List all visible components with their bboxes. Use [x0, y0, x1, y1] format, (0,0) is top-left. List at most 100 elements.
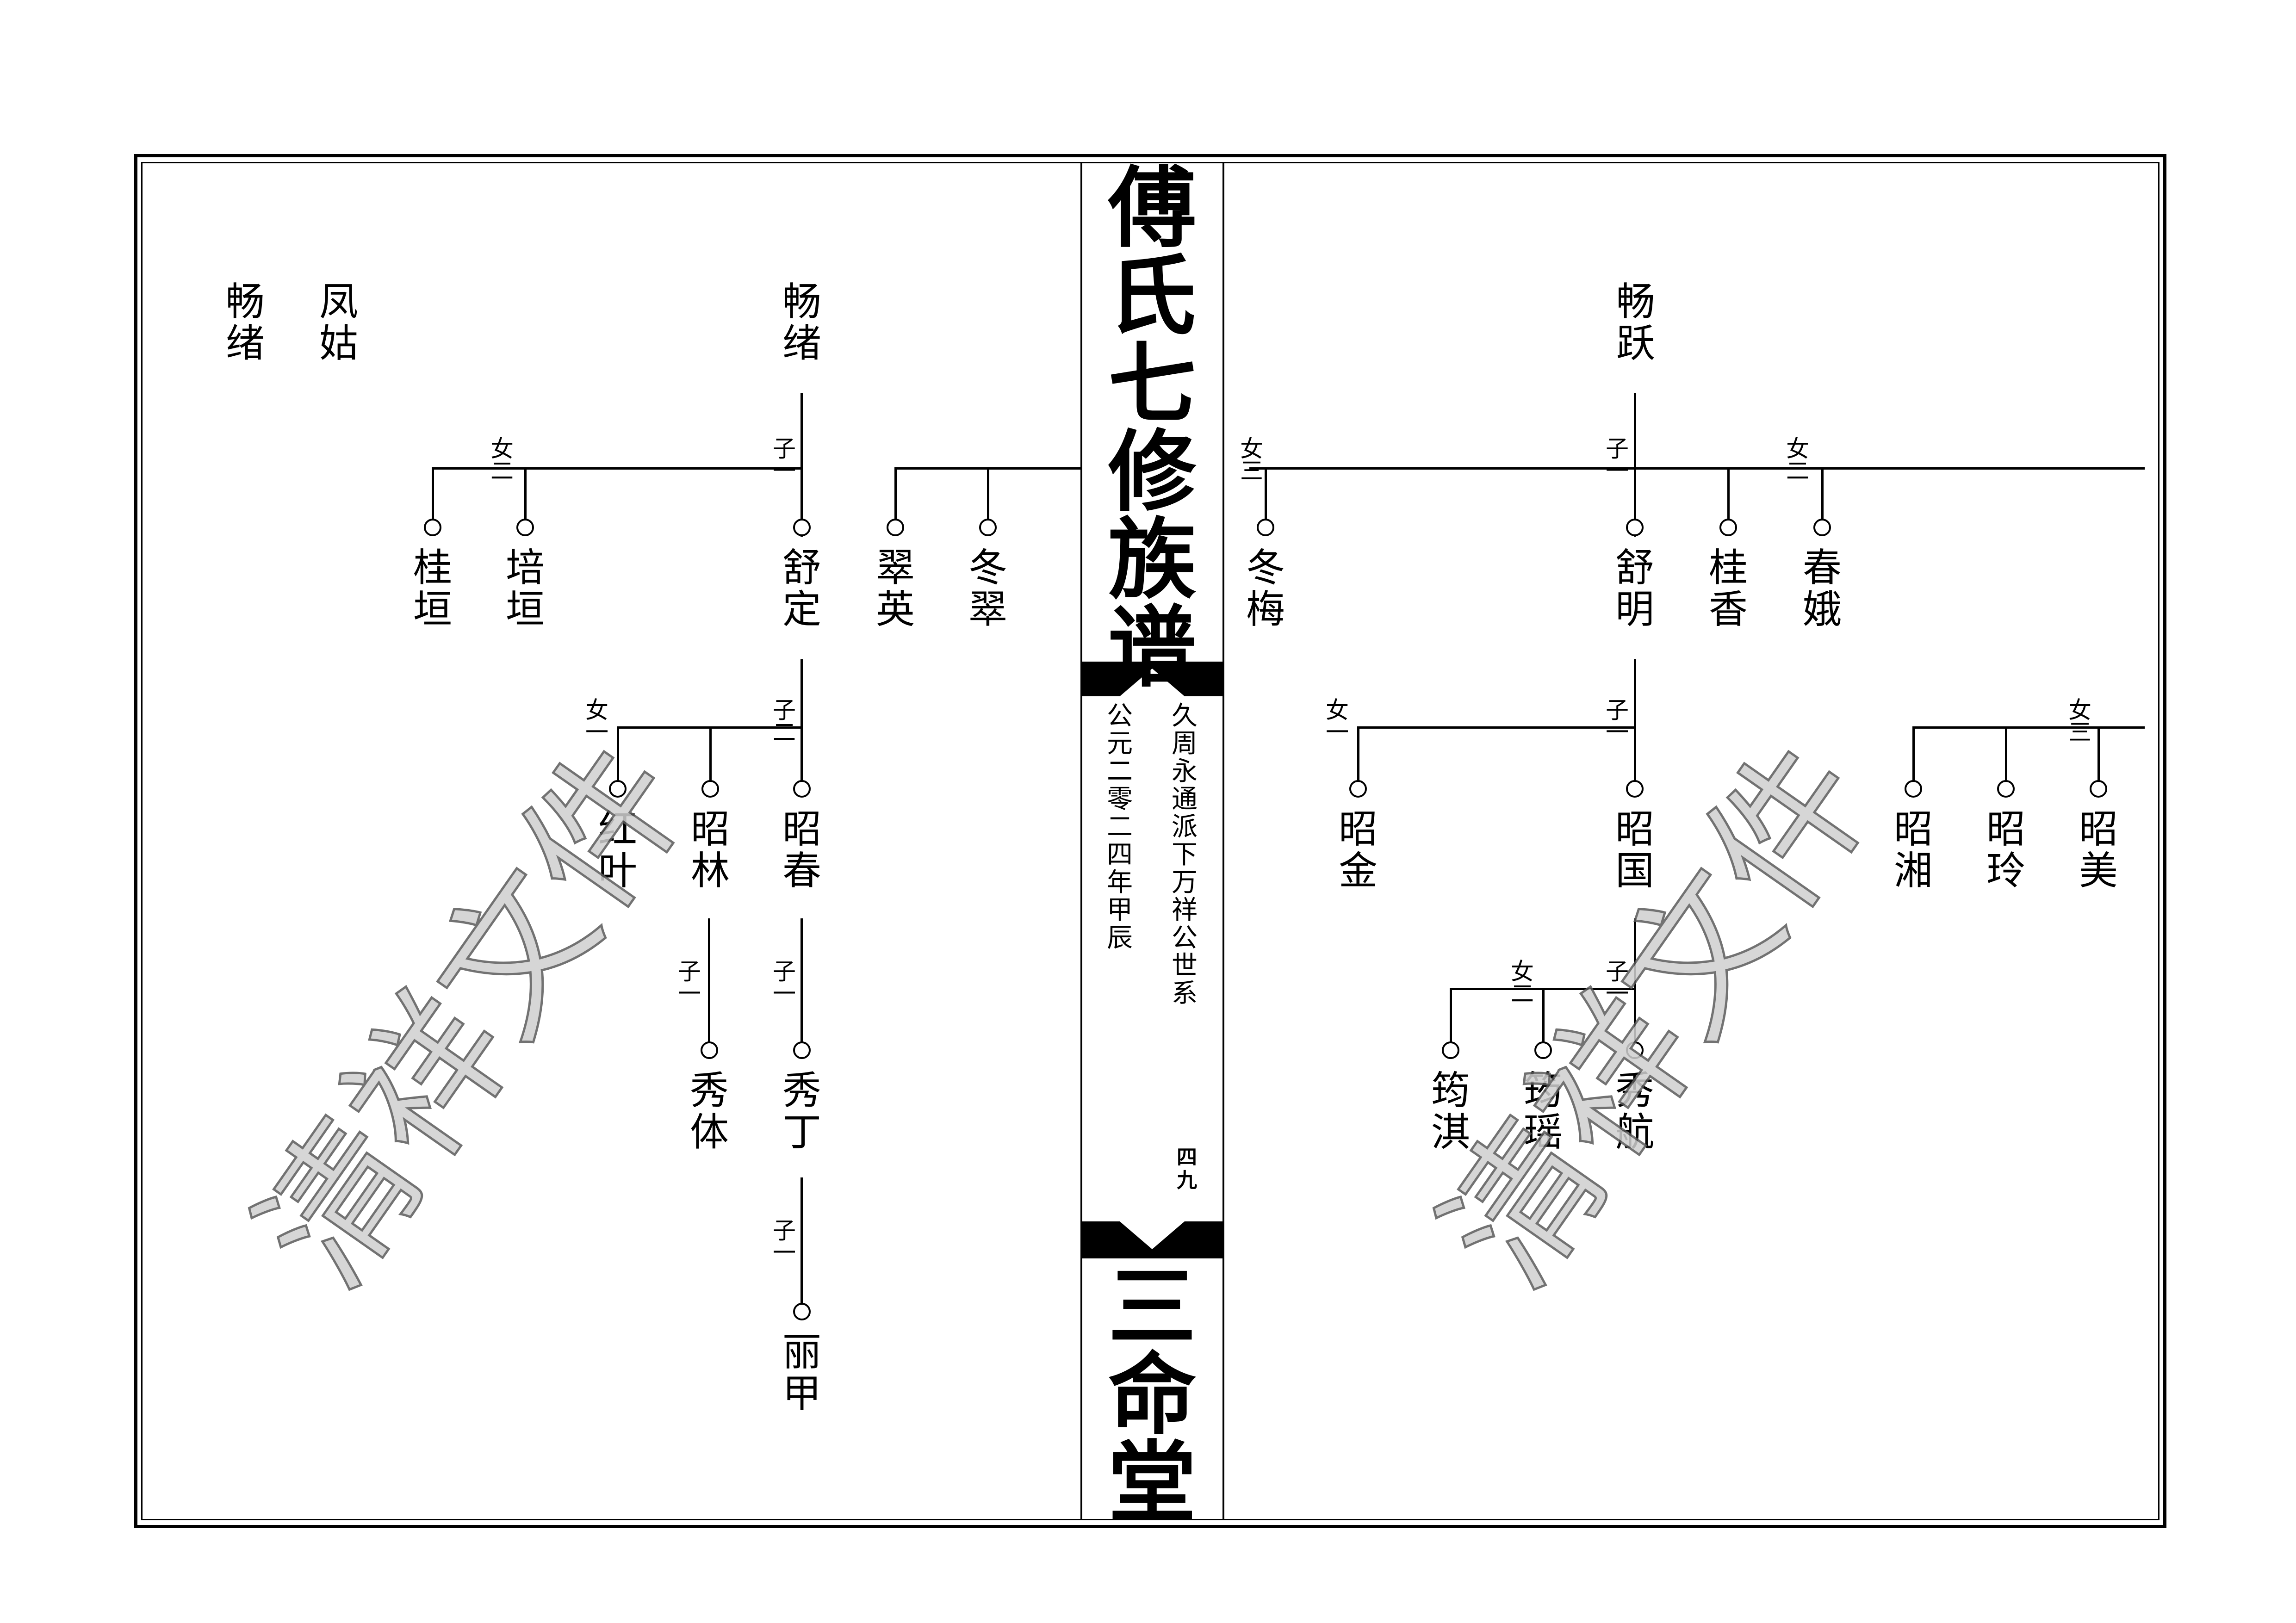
relation-label: 子一 — [773, 435, 796, 484]
year-subtitle: 公元二零二四年甲辰 — [1107, 701, 1133, 953]
person-name-changyue: 畅跃 — [1616, 279, 1655, 366]
person-name-guixiang: 桂香 — [1708, 545, 1748, 632]
relation-label: 子二 — [773, 697, 796, 746]
tree-line — [1634, 659, 1636, 793]
person-marker — [1257, 519, 1274, 536]
person-name-xiuhang: 秀航 — [1615, 1068, 1654, 1155]
person-marker — [1719, 519, 1737, 536]
person-marker — [609, 780, 627, 798]
spine-lower-fish-tail — [1080, 1221, 1224, 1258]
tree-line — [800, 918, 803, 1050]
relation-label: 女二 — [490, 435, 514, 484]
person-marker — [887, 519, 904, 536]
tree-line — [2097, 726, 2100, 785]
relation-label: 女一 — [585, 697, 608, 746]
tree-line — [1357, 726, 1359, 785]
tree-line — [1727, 467, 1730, 524]
person-name-guiyuan: 桂垣 — [413, 545, 452, 632]
lineage-subtitle: 久周永通派下万祥公世系 — [1172, 701, 1198, 1009]
person-name-zhaolin: 昭林 — [690, 806, 730, 893]
tree-line — [800, 393, 803, 537]
tree-line — [709, 726, 712, 785]
tree-line — [987, 467, 989, 524]
relation-label: 女二 — [1786, 435, 1809, 484]
person-name-zhaoguo: 昭国 — [1615, 806, 1654, 893]
person-marker — [701, 1041, 718, 1059]
relation-label: 子一 — [773, 1217, 796, 1266]
tree-line — [1450, 988, 1452, 1047]
person-name-shuming: 舒明 — [1615, 545, 1654, 632]
person-marker — [1534, 1041, 1552, 1059]
relation-label: 女三 — [2068, 697, 2091, 746]
tree-line — [894, 467, 897, 524]
tree-line — [433, 467, 803, 470]
person-marker — [424, 519, 441, 536]
person-name-yunyao: 筠瑶 — [1523, 1068, 1563, 1155]
person-name-chune: 春娥 — [1802, 545, 1842, 632]
person-name-zhaoling: 昭玲 — [1986, 806, 2025, 893]
hall-name: 三命堂 — [1108, 1255, 1196, 1534]
person-name-zhaomei: 昭美 — [2079, 806, 2118, 893]
person-name-zhaojin: 昭金 — [1338, 806, 1378, 893]
person-marker — [701, 780, 719, 798]
tree-line — [1912, 726, 1915, 785]
person-marker — [1905, 780, 1922, 798]
relation-label: 女一 — [1326, 697, 1349, 746]
tree-line — [1542, 988, 1545, 1047]
person-marker — [1626, 519, 1644, 536]
person-marker — [1626, 780, 1644, 798]
person-name-zhaoxiang: 昭湘 — [1893, 806, 1933, 893]
person-marker — [2090, 780, 2107, 798]
inner-frame — [141, 162, 2159, 1520]
spine-column — [1080, 162, 1224, 1520]
person-marker — [793, 519, 811, 536]
person-name-changxu: 畅绪 — [782, 279, 821, 366]
person-marker — [1626, 1041, 1644, 1059]
page-number: 四九 — [1177, 1146, 1197, 1192]
tree-line — [800, 1177, 803, 1309]
person-marker — [979, 519, 997, 536]
tree-line — [1634, 918, 1636, 1050]
tree-line — [1634, 393, 1636, 537]
person-marker — [1349, 780, 1367, 798]
outer-frame — [134, 154, 2166, 1528]
relation-label: 女二 — [1511, 958, 1534, 1007]
tree-line — [1821, 467, 1824, 524]
tree-line — [2005, 726, 2007, 785]
tree-line — [617, 726, 619, 785]
spine-title: 傅氏七修族谱 — [1108, 156, 1196, 699]
person-marker — [793, 1303, 811, 1320]
person-name-dongcui: 冬翠 — [968, 545, 1007, 632]
person-name-fenggu: 凤姑 — [319, 279, 358, 366]
person-name-peiyuan: 培垣 — [505, 545, 545, 632]
tree-line — [1913, 726, 2145, 729]
person-marker — [793, 1041, 811, 1059]
relation-label: 女三 — [1240, 435, 1263, 484]
tree-line — [1358, 726, 1635, 729]
person-name-shuding: 舒定 — [782, 545, 821, 632]
relation-label: 子一 — [1606, 697, 1629, 746]
person-name-hongye: 红叶 — [598, 806, 637, 893]
person-name-xiuti: 秀体 — [689, 1068, 729, 1155]
person-marker — [516, 519, 534, 536]
relation-label: 子一 — [678, 958, 701, 1007]
tree-line — [1249, 467, 2145, 470]
person-name-dongmei: 冬梅 — [1246, 545, 1285, 632]
person-marker — [1997, 780, 2015, 798]
relation-label: 子一 — [1606, 435, 1629, 484]
relation-label: 子一 — [773, 958, 796, 1007]
person-name-lijia: 丽甲 — [782, 1329, 821, 1416]
relation-label: 子一 — [1606, 958, 1629, 1007]
person-name-xiuding: 秀丁 — [782, 1068, 821, 1155]
tree-line — [1265, 467, 1267, 524]
person-name-changxu: 畅绪 — [225, 279, 265, 366]
person-name-cuiying: 翠英 — [875, 545, 915, 632]
person-marker — [1442, 1041, 1459, 1059]
spine-upper-fish-tail — [1080, 662, 1224, 696]
tree-line — [432, 467, 434, 524]
tree-line — [708, 918, 710, 1050]
person-marker — [1813, 519, 1831, 536]
person-marker — [793, 780, 811, 798]
